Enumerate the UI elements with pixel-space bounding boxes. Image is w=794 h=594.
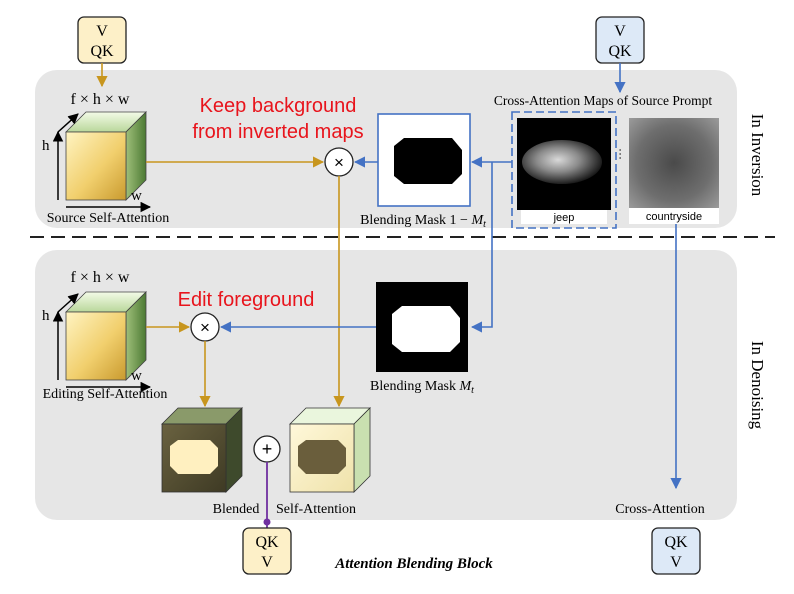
plus-symbol: + (262, 439, 273, 459)
blending-mask-prefix: Blending Mask (370, 379, 459, 394)
cross-attention-label: Cross-Attention (615, 502, 704, 517)
arrow-maps-to-mask (470, 162, 493, 333)
plus-operator: + (253, 435, 281, 463)
blending-mask-inverted-prefix: Blending Mask 1 − (360, 213, 471, 228)
io-top-left-v: V (96, 23, 108, 40)
io-bottom-right-v: V (670, 554, 682, 571)
io-top-left-qk: QK (90, 43, 114, 60)
io-box-bottom-left: QK V (242, 527, 292, 575)
io-top-right-v: V (614, 23, 626, 40)
in-denoising-label: In Denoising (748, 341, 767, 430)
source-self-attention-cube (65, 111, 147, 201)
block-title: Attention Blending Block (334, 556, 493, 572)
f-axis-bottom (57, 293, 79, 313)
blending-mask-var: M (459, 379, 473, 394)
io-bottom-right-qk: QK (664, 534, 688, 551)
dims-top: f × h × w (71, 91, 130, 108)
self-attention-label: Self-Attention (276, 502, 356, 517)
blending-mask-inverted-label: Blending Mask 1 − Mt (360, 213, 486, 230)
keep-background-line1: Keep background (200, 95, 357, 117)
multiply-operator-bottom: × (190, 312, 220, 342)
blending-mask-inverted-sub: t (483, 219, 486, 230)
h-label-bottom: h (42, 308, 50, 324)
blended-background-cube (289, 407, 371, 493)
multiply-symbol-bottom: × (200, 318, 210, 337)
multiply-operator-top: × (324, 147, 354, 177)
countryside-attention-map (629, 118, 719, 224)
f-axis-top (57, 113, 79, 133)
blending-mask-inverted-var: M (470, 213, 484, 228)
h-label-top: h (42, 138, 50, 154)
blended-label: Blended (213, 502, 260, 517)
editing-self-attention-cube (65, 291, 147, 381)
editing-self-attention-label: Editing Self-Attention (43, 387, 168, 402)
io-bottom-left-qk: QK (255, 534, 279, 551)
jeep-attention-map (517, 118, 611, 224)
countryside-label: countryside (646, 211, 702, 223)
blending-mask-sub: t (471, 385, 474, 396)
blending-mask (376, 282, 468, 372)
blended-foreground-cube (161, 407, 243, 493)
keep-background-line2: from inverted maps (192, 121, 363, 143)
source-self-attention-label: Source Self-Attention (47, 211, 169, 226)
multiply-symbol-top: × (334, 153, 344, 172)
cross-attention-maps-dashed-frame (511, 111, 617, 229)
blending-mask-label: Blending Mask Mt (370, 379, 474, 396)
io-box-bottom-right: QK V (651, 527, 701, 575)
blending-mask-inverted (377, 113, 471, 207)
io-box-top-right: V QK (595, 16, 645, 64)
w-label-top: w (131, 188, 142, 204)
w-label-bottom: w (131, 368, 142, 384)
in-inversion-label: In Inversion (748, 114, 767, 197)
jeep-label: jeep (553, 212, 575, 224)
cross-attention-maps-label: Cross-Attention Maps of Source Prompt (494, 93, 712, 108)
edit-foreground-label: Edit foreground (178, 289, 315, 311)
dims-bottom: f × h × w (71, 269, 130, 286)
io-bottom-left-v: V (261, 554, 273, 571)
io-box-top-left: V QK (77, 16, 127, 64)
io-top-right-qk: QK (608, 43, 632, 60)
output-dot (263, 518, 271, 526)
maps-ellipsis: ··· (614, 148, 628, 160)
